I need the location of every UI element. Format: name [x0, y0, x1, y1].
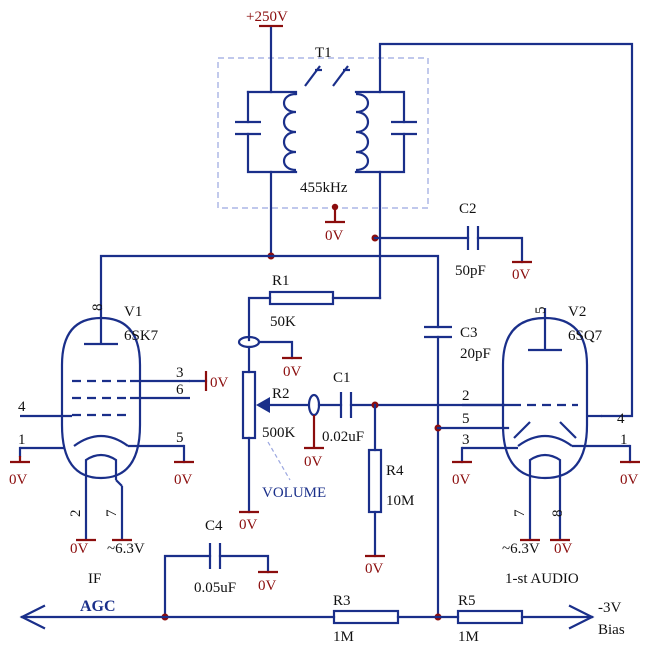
c3-value: 20pF [460, 346, 491, 362]
r3-value: 1M [333, 629, 354, 645]
secondary-coil [355, 92, 370, 172]
ground-r4: 0V [365, 554, 385, 577]
capacitor-c4: C4 0.05uF [163, 518, 270, 619]
capacitor-c1: C1 0.02uF [304, 370, 506, 450]
transformer-shield-box [217, 57, 429, 209]
ground-r1: 0V [282, 356, 302, 380]
bias-voltage: -3V [598, 600, 621, 616]
tuning-slug-arrows [304, 65, 350, 87]
c4-ref: C4 [205, 518, 223, 534]
r4-value: 10M [386, 493, 414, 509]
v2-pin-2: 2 [462, 388, 470, 404]
c2-value: 50pF [455, 263, 486, 279]
resistor-r3: R3 1M [332, 593, 460, 645]
ground-r2: 0V [239, 510, 259, 533]
v1-pin-5: 5 [176, 430, 184, 446]
ground-label-r4: 0V [365, 561, 384, 577]
ground-label-c2: 0V [512, 267, 531, 283]
r5-value: 1M [458, 629, 479, 645]
c3-ref: C3 [460, 325, 478, 341]
v2-heater-voltage: ~6.3V [502, 541, 540, 557]
v1-ref: V1 [124, 304, 142, 320]
v1-pin-7: 7 [104, 509, 120, 517]
v1-pin-2: 2 [68, 510, 84, 518]
v1-pin-4: 4 [18, 399, 26, 415]
v1-pin-1: 1 [18, 432, 26, 448]
r1-value: 50K [270, 314, 296, 330]
ground-label-v1-p5: 0V [174, 472, 193, 488]
v2-pin-4: 4 [617, 411, 625, 427]
v1-stage-label: IF [88, 571, 101, 587]
ground-label-c4: 0V [258, 578, 277, 594]
v2-pin-8: 8 [550, 510, 566, 518]
c1-value: 0.02uF [322, 429, 364, 445]
ground-label-v2-p3: 0V [452, 472, 471, 488]
ground-label-v1-p1: 0V [9, 472, 28, 488]
resistor-r5: R5 1M [456, 593, 595, 645]
v2-pin-7: 7 [512, 509, 528, 517]
v2-pin-3: 3 [462, 432, 470, 448]
ground-label-v2-p8: 0V [554, 541, 573, 557]
transformer-frequency: 455kHz [300, 180, 348, 196]
ground-label-t1: 0V [325, 228, 344, 244]
c2-ref: C2 [459, 201, 477, 217]
tube-v1: 8 3 6 4 1 5 2 7 V1 6SK7 ~6.3V IF [18, 304, 190, 587]
capacitor-c3: C3 20pF [424, 325, 491, 619]
c4-value: 0.05uF [194, 580, 236, 596]
bias-input: -3V Bias [598, 600, 625, 638]
r2-ref: R2 [272, 386, 290, 402]
v1-pin-8: 8 [90, 304, 106, 312]
volume-label: VOLUME [262, 485, 326, 501]
ground-label-v1-p2: 0V [70, 541, 89, 557]
c1-ref: C1 [333, 370, 351, 386]
v2-pin-5: 5 [462, 411, 470, 427]
v2-type: 6SQ7 [568, 328, 603, 344]
tube-v2: 5 2 5 4 3 1 7 8 V2 6SQ7 ~6.3V 1-st AUDIO [462, 304, 630, 587]
ground-label-shield: 0V [304, 454, 323, 470]
agc-output: AGC [19, 598, 336, 630]
ground-label-r2: 0V [239, 517, 258, 533]
v1-heater-voltage: ~6.3V [107, 541, 145, 557]
r1-ref: R1 [272, 273, 290, 289]
v2-ref: V2 [568, 304, 586, 320]
ground-label-v2-p1: 0V [620, 472, 639, 488]
potentiometer-r2[interactable]: R2 500K VOLUME [237, 335, 326, 514]
bias-label: Bias [598, 622, 625, 638]
ground-label-r1: 0V [283, 364, 302, 380]
v1-envelope [60, 316, 142, 480]
v2-envelope [501, 316, 589, 480]
transformer-ref: T1 [315, 45, 332, 61]
resistor-r4: R4 10M [367, 403, 414, 558]
r4-ref: R4 [386, 463, 404, 479]
v2-pin-5-top: 5 [533, 307, 549, 315]
v1-type: 6SK7 [124, 328, 159, 344]
primary-coil [282, 92, 297, 172]
resistor-r1: R1 50K [247, 273, 382, 342]
agc-label: AGC [80, 598, 116, 615]
capacitor-c2: C2 50pF [455, 201, 524, 279]
v2-stage-label: 1-st AUDIO [505, 571, 579, 587]
r3-ref: R3 [333, 593, 351, 609]
v1-pin-3: 3 [176, 365, 184, 381]
r5-ref: R5 [458, 593, 476, 609]
supply-voltage-label: +250V [246, 9, 288, 25]
ground-label-v1-g2: 0V [210, 375, 229, 391]
v2-pin-1: 1 [620, 432, 628, 448]
ground-c2: 0V [512, 260, 532, 283]
transformer-t1: +250V T1 455kHz 0V [217, 9, 429, 244]
v1-pin-6: 6 [176, 382, 184, 398]
r2-value: 500K [262, 425, 296, 441]
